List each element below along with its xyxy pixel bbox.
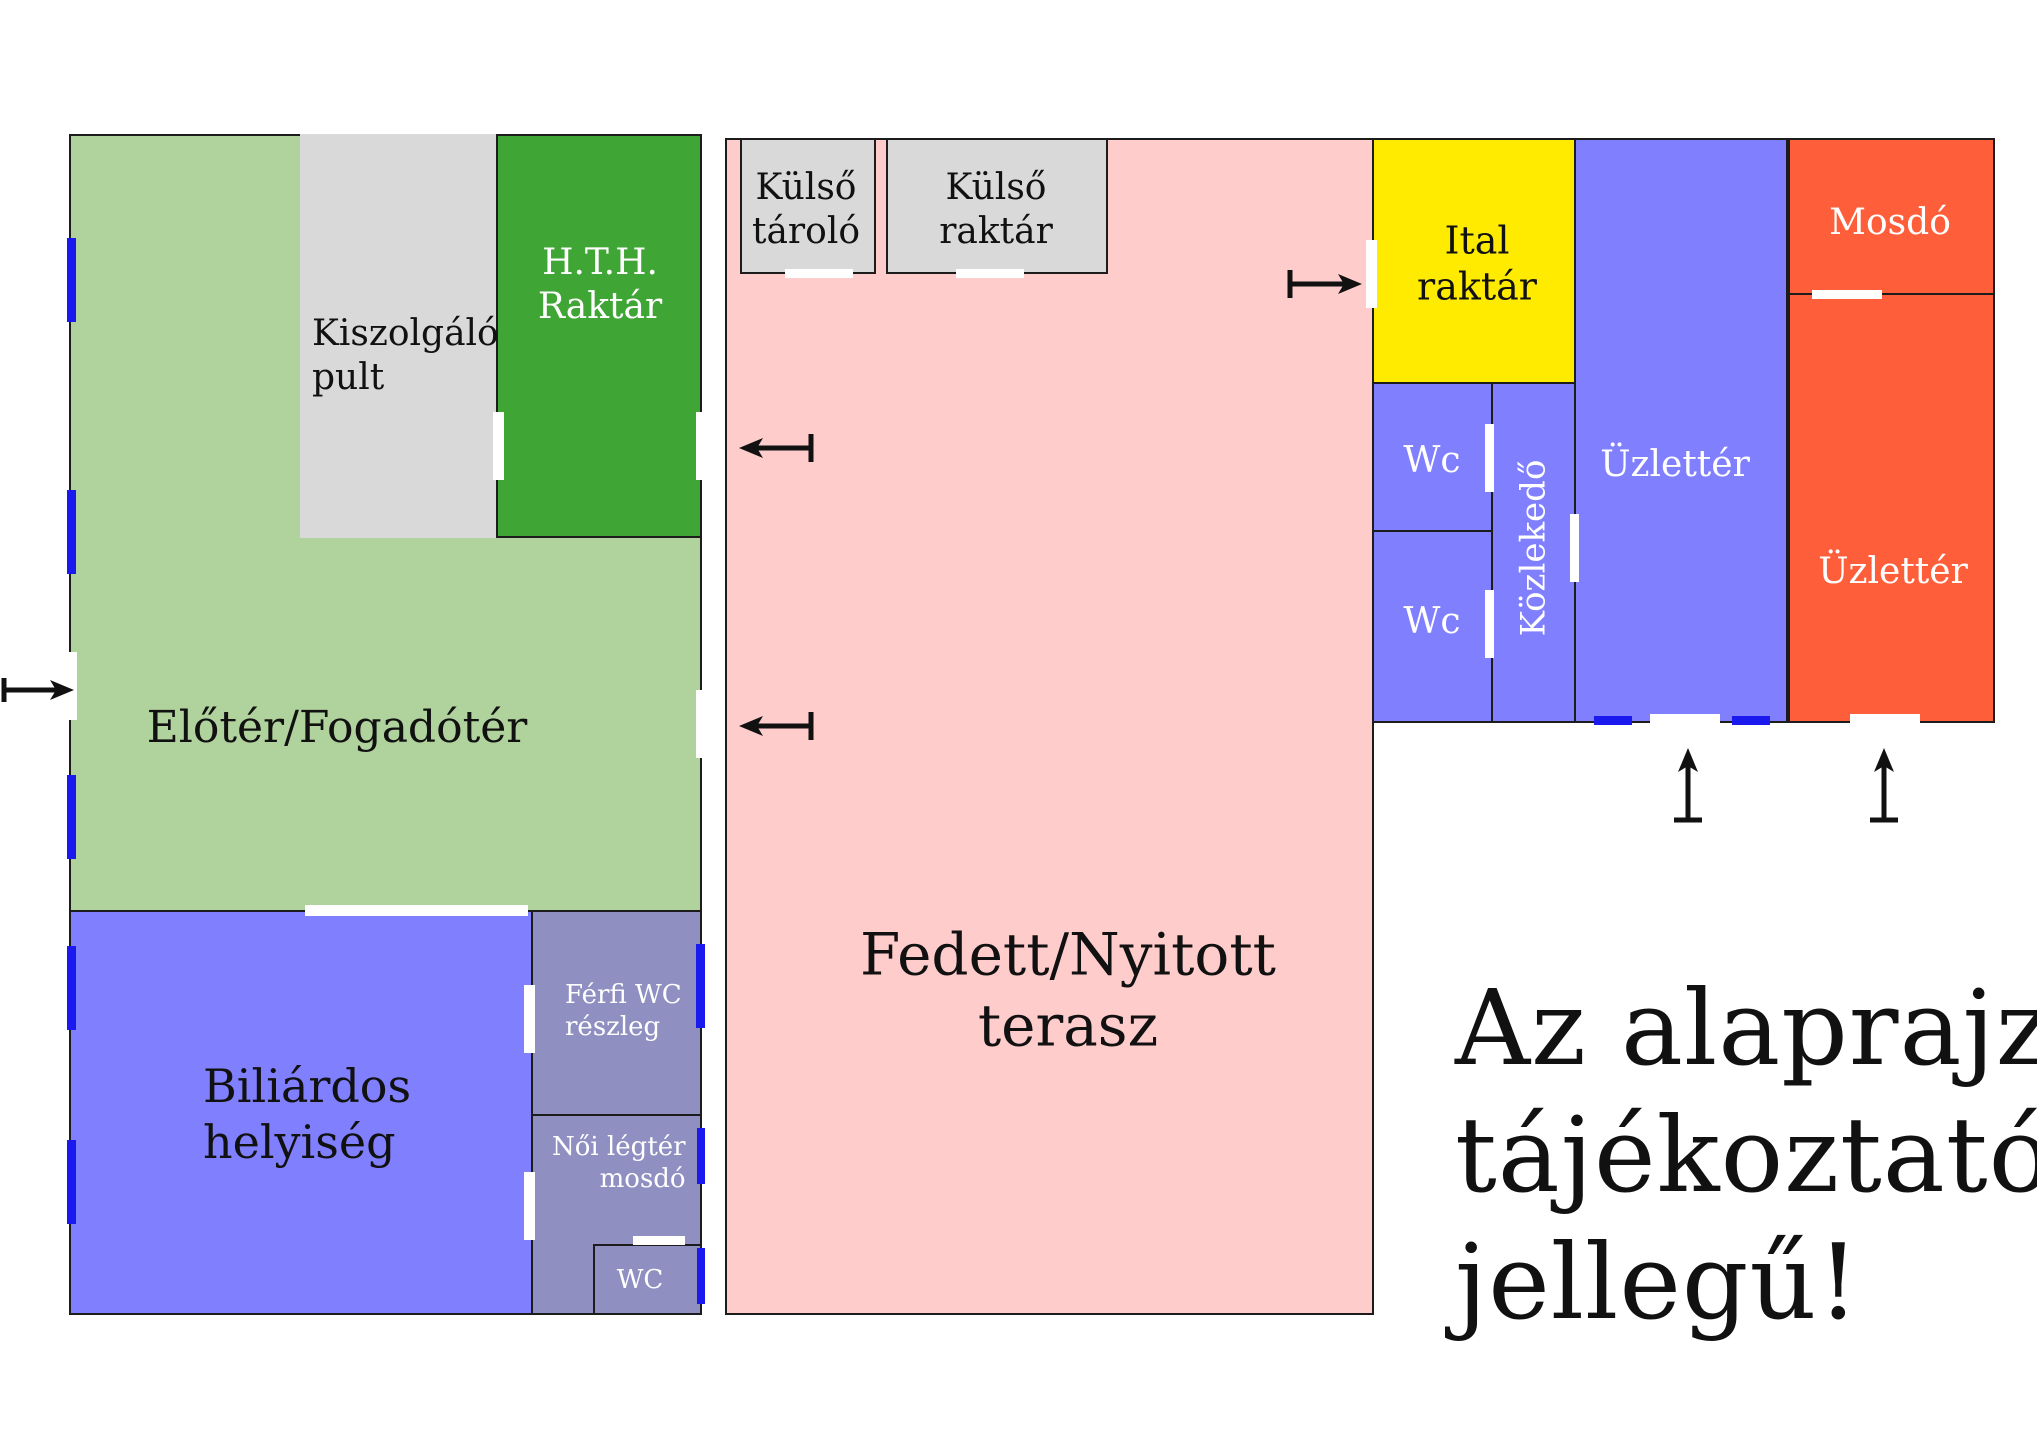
room-terrace xyxy=(725,138,1374,1315)
door-marker xyxy=(1850,714,1920,725)
label-wc-small: WC xyxy=(616,1265,664,1296)
room-shop-red xyxy=(1788,293,1995,723)
window-marker xyxy=(697,1248,705,1304)
room-mens-wc xyxy=(531,910,702,1116)
door-marker xyxy=(696,690,708,758)
entrance-arrow-icon xyxy=(1287,270,1362,298)
room-hth-storage xyxy=(496,134,702,538)
door-marker xyxy=(524,985,535,1053)
door-marker xyxy=(696,412,708,480)
room-wc-1 xyxy=(1372,382,1493,532)
door-marker xyxy=(524,1172,535,1240)
label-counter: Kiszolgáló pult xyxy=(312,313,499,398)
disclaimer-note: Az alaprajz tájékoztató jellegű! xyxy=(1455,967,2037,1343)
door-marker xyxy=(1366,240,1377,308)
label-womens-washroom: Női légtér mosdó xyxy=(552,1132,686,1194)
room-outer-storage-2 xyxy=(886,138,1108,274)
door-marker xyxy=(493,412,504,480)
label-lobby: Előtér/Fogadótér xyxy=(146,702,528,754)
room-corridor xyxy=(1491,382,1576,723)
room-outer-storage-1 xyxy=(740,138,876,274)
door-marker xyxy=(305,905,528,916)
door-marker xyxy=(1485,424,1494,492)
door-marker xyxy=(785,269,853,278)
door-marker xyxy=(1812,290,1882,299)
door-marker xyxy=(956,269,1024,278)
room-shop-blue xyxy=(1574,138,1788,723)
label-hth-storage: H.T.H. Raktár xyxy=(537,242,663,327)
window-marker xyxy=(1594,716,1632,725)
label-wc-2: Wc xyxy=(1403,601,1461,643)
door-marker xyxy=(633,1236,685,1245)
label-mens-wc: Férfi WC részleg xyxy=(565,980,682,1042)
label-outer-storage-2: Külső raktár xyxy=(939,167,1053,252)
label-washroom: Mosdó xyxy=(1829,202,1951,244)
window-marker xyxy=(67,490,76,574)
window-marker xyxy=(1732,716,1770,725)
room-wc-2 xyxy=(1372,530,1493,723)
label-corridor: Közlekedő xyxy=(1513,459,1554,637)
window-marker xyxy=(67,238,76,322)
entrance-arrow-icon xyxy=(1,678,74,702)
label-billiard: Biliárdos helyiség xyxy=(203,1059,412,1170)
door-marker xyxy=(1485,590,1494,658)
door-marker xyxy=(1650,714,1720,725)
window-marker xyxy=(67,1140,76,1224)
room-billiard xyxy=(69,910,533,1315)
entrance-arrow-icon xyxy=(739,712,814,740)
room-washroom xyxy=(1788,138,1995,295)
window-marker xyxy=(697,1128,705,1184)
label-terrace: Fedett/Nyitott terasz xyxy=(860,920,1276,1059)
door-marker xyxy=(1570,514,1579,582)
room-wc-small xyxy=(593,1244,702,1315)
room-counter xyxy=(300,134,498,538)
label-shop-blue: Üzlettér xyxy=(1600,444,1750,486)
window-marker xyxy=(67,775,76,859)
entrance-arrow-icon xyxy=(739,434,814,462)
label-outer-storage-1: Külső tároló xyxy=(752,167,860,252)
entrance-arrow-icon xyxy=(1870,748,1898,823)
window-marker xyxy=(696,944,705,1028)
room-drink-storage xyxy=(1372,138,1576,384)
label-shop-red: Üzlettér xyxy=(1818,551,1968,593)
entrance-arrow-icon xyxy=(1674,748,1702,823)
label-wc-1: Wc xyxy=(1403,440,1461,482)
label-drink-storage: Ital raktár xyxy=(1417,218,1537,309)
window-marker xyxy=(67,946,76,1030)
door-marker xyxy=(65,652,77,720)
